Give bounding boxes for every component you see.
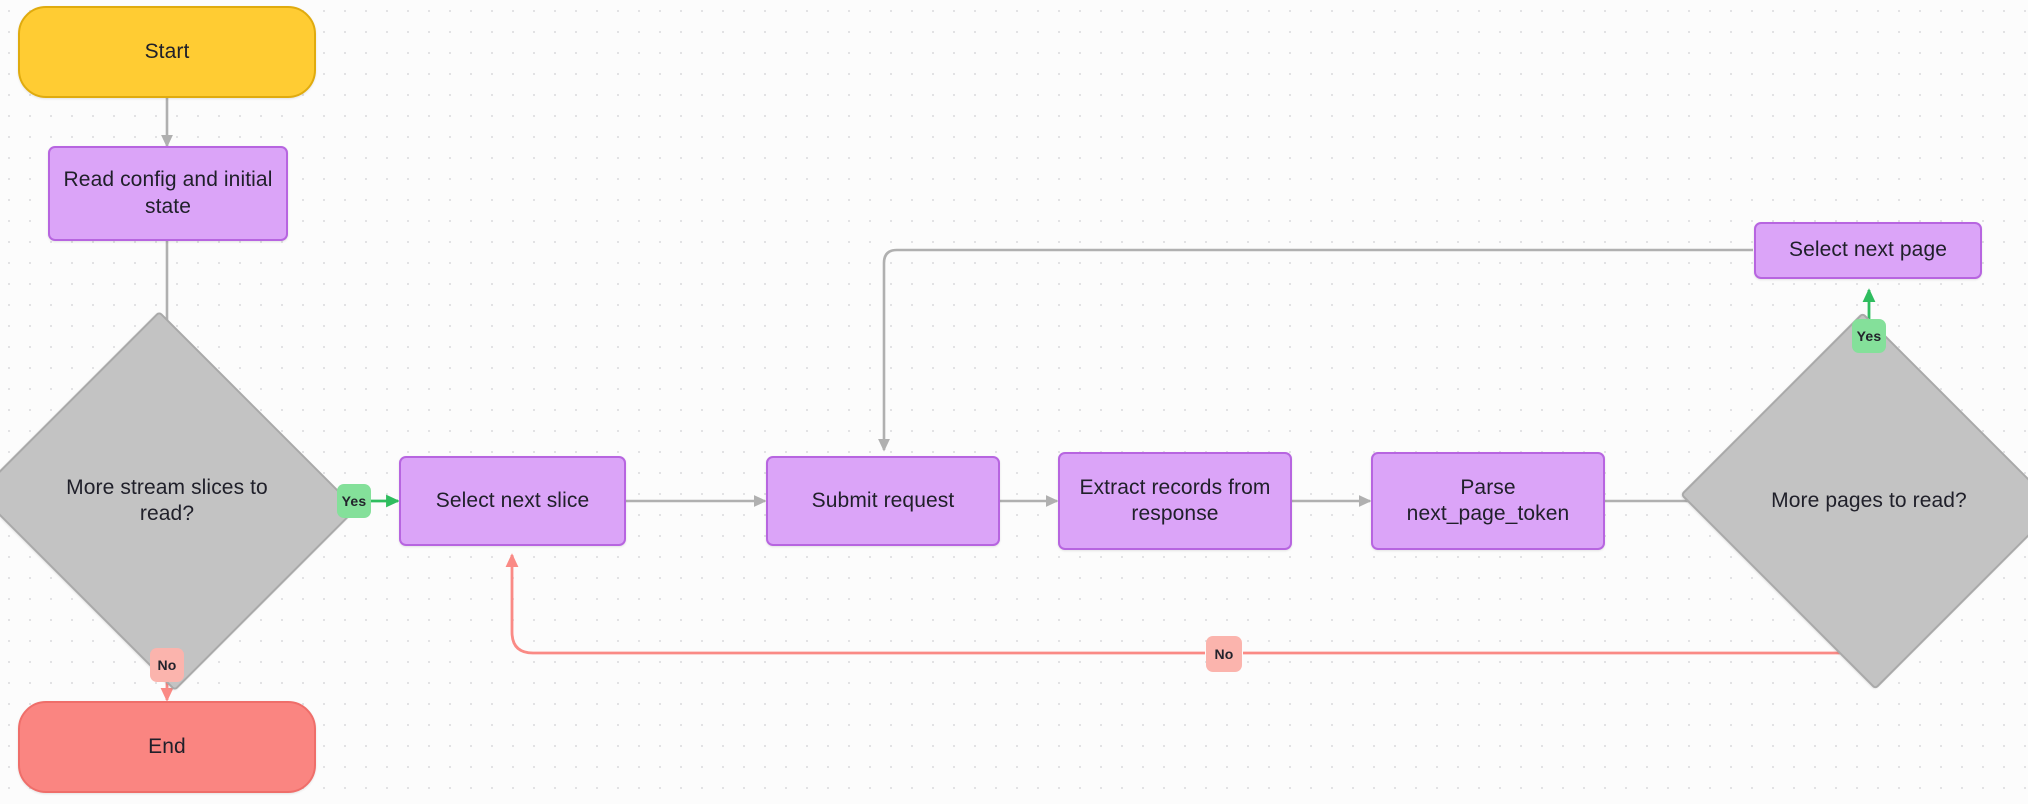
- node-select-next-slice[interactable]: Select next slice: [399, 456, 626, 546]
- edge-label-pages-no-text: No: [1214, 646, 1234, 662]
- node-select-next-page-label: Select next page: [1788, 238, 1948, 262]
- node-select-next-page[interactable]: Select next page: [1754, 222, 1982, 279]
- node-more-stream-slices-label: More stream slices to read?: [66, 475, 268, 525]
- edge-next-page-to-submit-loop: [878, 248, 1753, 452]
- node-start[interactable]: Start: [18, 6, 316, 98]
- edge-label-slices-yes-text: Yes: [341, 493, 367, 509]
- node-more-pages-to-read-label: More pages to read?: [1771, 488, 1967, 512]
- edge-more-pages-no-a: [1243, 631, 1871, 655]
- node-parse-next-page-token-label: Parse next_page_token: [1406, 475, 1570, 525]
- edge-label-slices-no[interactable]: No: [150, 648, 184, 682]
- edge-label-slices-no-text: No: [157, 657, 177, 673]
- node-parse-next-page-token[interactable]: Parse next_page_token: [1371, 452, 1605, 550]
- edge-label-pages-yes-text: Yes: [1856, 328, 1882, 344]
- node-end-label: End: [148, 734, 186, 758]
- node-end[interactable]: End: [18, 701, 316, 793]
- edge-label-pages-yes[interactable]: Yes: [1852, 319, 1886, 353]
- node-read-config[interactable]: Read config and initial state: [48, 146, 288, 241]
- node-select-next-slice-label: Select next slice: [435, 488, 590, 512]
- node-start-label: Start: [144, 39, 190, 63]
- node-more-stream-slices[interactable]: More stream slices to read?: [0, 310, 358, 692]
- node-submit-request[interactable]: Submit request: [766, 456, 1000, 546]
- edge-more-pages-no-b: [505, 553, 1205, 655]
- node-more-pages-to-read[interactable]: More pages to read?: [1680, 312, 2028, 690]
- node-extract-records[interactable]: Extract records from response: [1058, 452, 1292, 550]
- edge-label-slices-yes[interactable]: Yes: [337, 484, 371, 518]
- node-submit-request-label: Submit request: [811, 488, 955, 512]
- node-read-config-label: Read config and initial state: [63, 168, 273, 218]
- node-extract-records-label: Extract records from response: [1079, 475, 1271, 525]
- edge-label-pages-no[interactable]: No: [1206, 636, 1242, 672]
